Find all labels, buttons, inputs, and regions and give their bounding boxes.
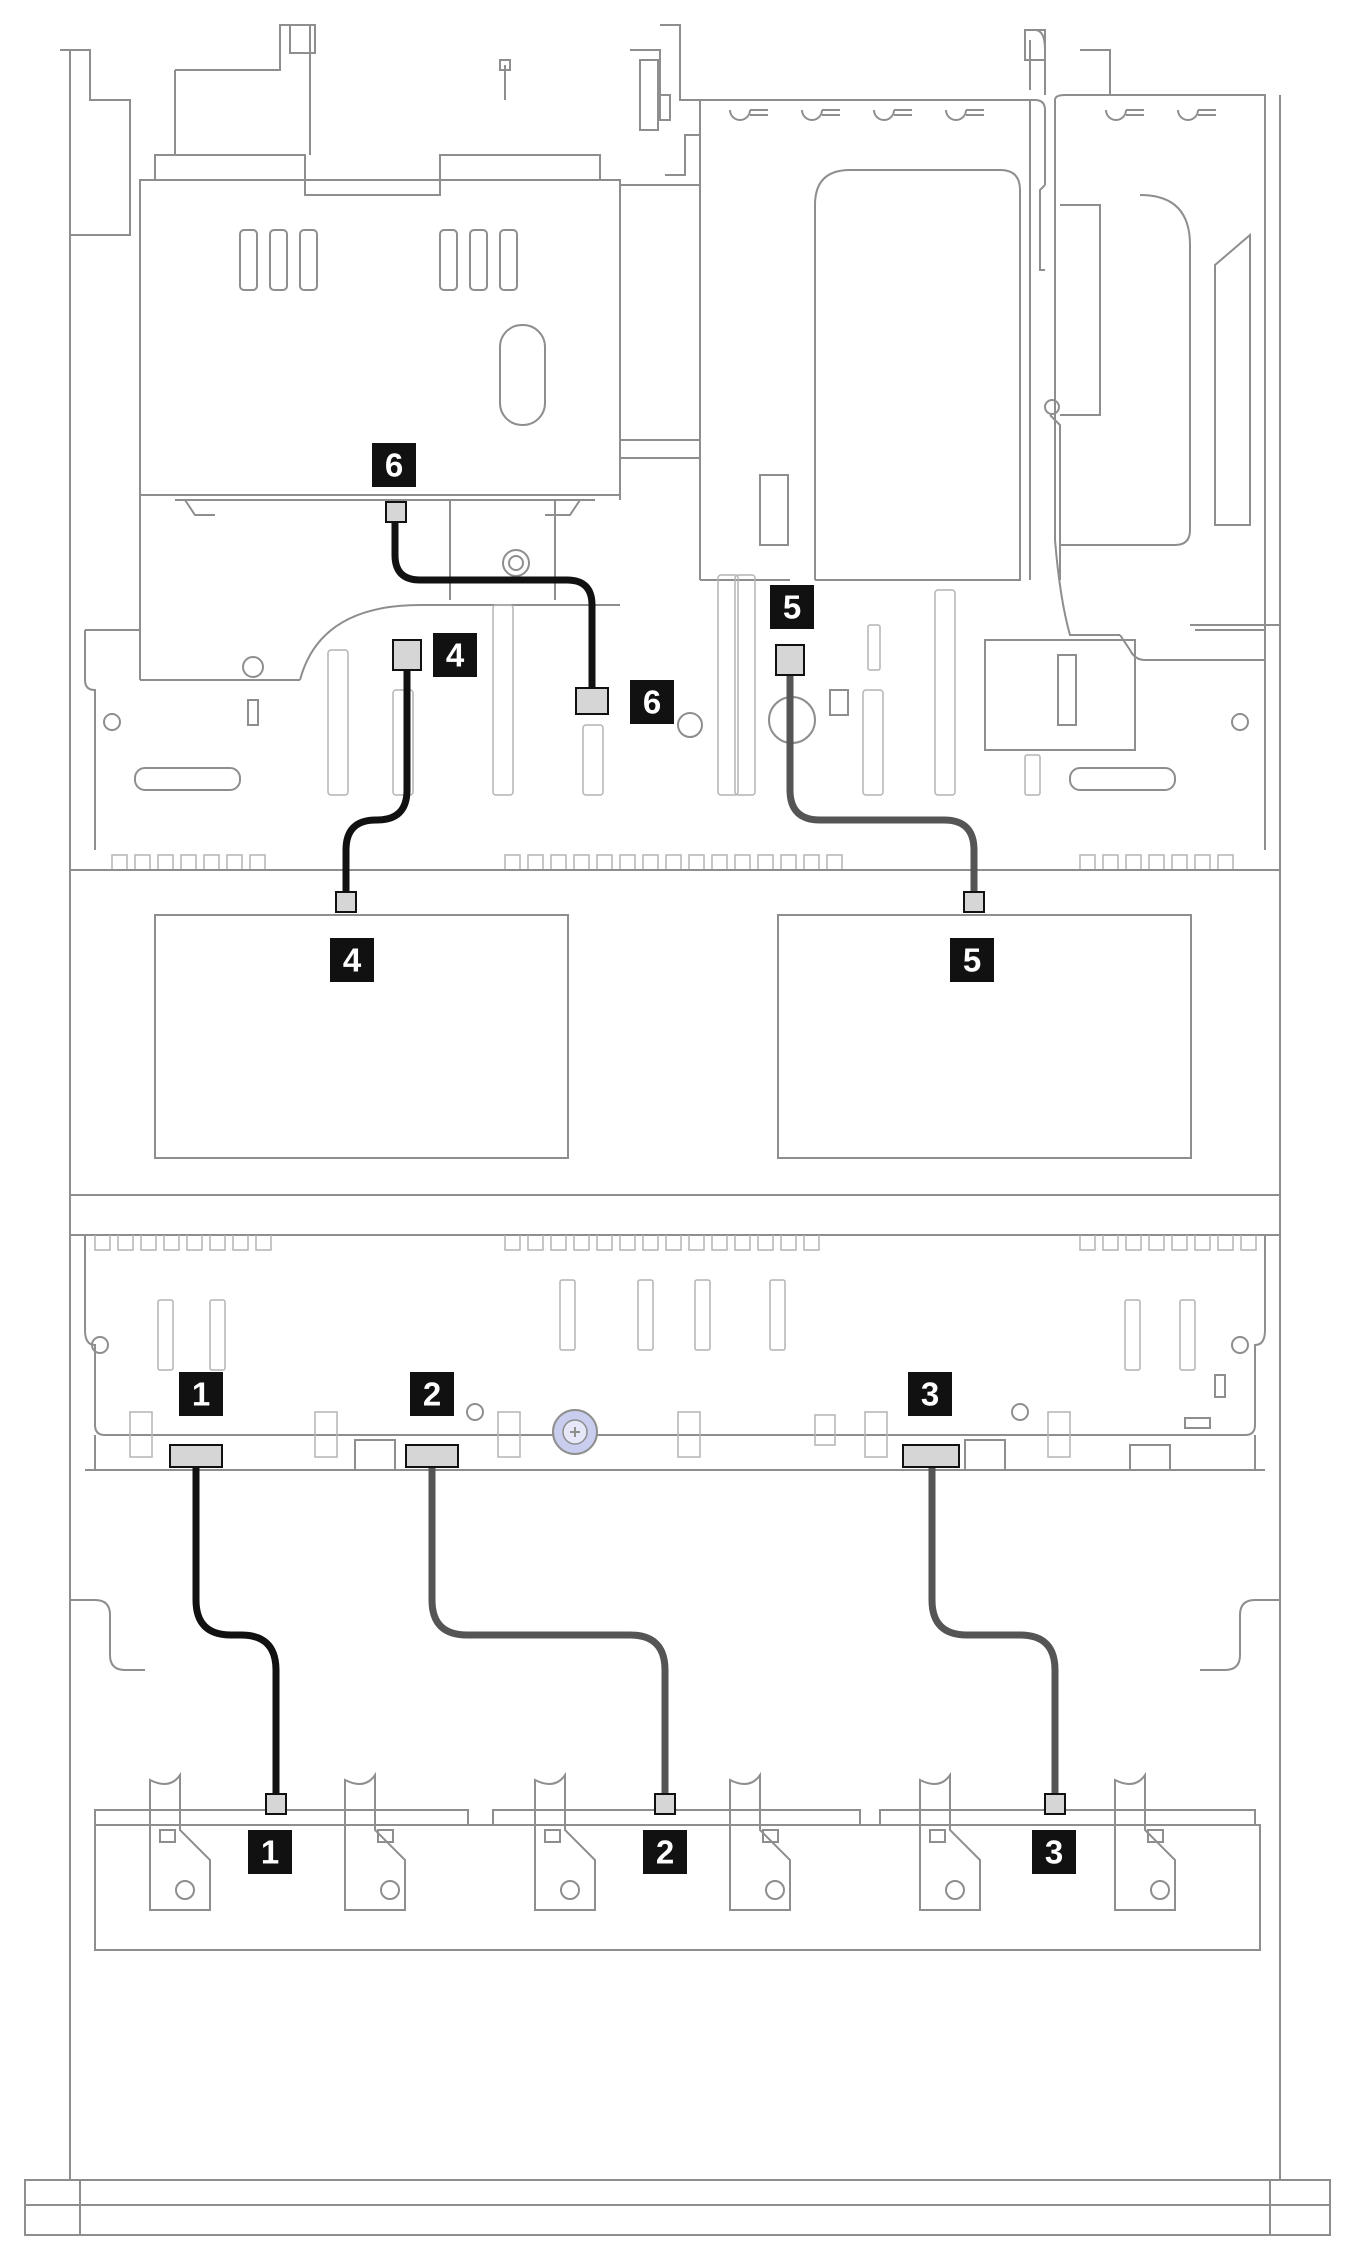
connector-3-backplane — [1044, 1793, 1066, 1815]
cable-1 — [192, 1454, 280, 1804]
connector-1-board — [169, 1444, 223, 1468]
svg-text:3: 3 — [1045, 1834, 1063, 1871]
callout-5-board: 5 — [950, 938, 994, 982]
callout-6-riser: 6 — [372, 443, 416, 487]
riser-cage-right — [630, 24, 1280, 661]
riser-cage-left — [139, 24, 700, 681]
cable-2 — [428, 1454, 669, 1804]
connector-5-riser — [775, 644, 805, 676]
callout-2-board: 2 — [410, 1372, 454, 1416]
svg-text:1: 1 — [261, 1834, 279, 1871]
processor-1-heatsink — [154, 914, 569, 1159]
callout-3-backplane: 3 — [1032, 1830, 1076, 1874]
drive-bay-latches — [149, 1771, 1176, 1911]
callout-2-backplane: 2 — [643, 1830, 687, 1874]
svg-text:6: 6 — [643, 684, 661, 721]
cable-4 — [342, 656, 411, 904]
drive-backplane — [94, 1771, 1261, 1951]
connector-4-board — [335, 891, 357, 913]
airflow-guides — [70, 1599, 1280, 1671]
processor-band — [69, 869, 1281, 1196]
svg-text:2: 2 — [656, 1834, 674, 1871]
connector-2-board — [405, 1444, 459, 1468]
cables — [192, 508, 1059, 1804]
connector-3-board — [902, 1444, 960, 1468]
svg-text:2: 2 — [423, 1376, 441, 1413]
callout-3-board: 3 — [908, 1372, 952, 1416]
processor-2-heatsink — [777, 914, 1192, 1159]
callouts: 1 1 2 2 3 3 4 4 5 5 6 6 — [179, 443, 1076, 1874]
svg-text:1: 1 — [192, 1376, 210, 1413]
system-board-front — [70, 1234, 1280, 1471]
connector-5-board — [963, 891, 985, 913]
cable-5 — [786, 656, 978, 904]
svg-text:5: 5 — [963, 942, 981, 979]
svg-text:4: 4 — [343, 942, 362, 979]
callout-4-riser: 4 — [433, 633, 477, 677]
system-board-rear — [84, 574, 1266, 871]
connector-2-backplane — [654, 1793, 676, 1815]
connectors — [169, 501, 1066, 1815]
connector-1-backplane — [265, 1793, 287, 1815]
connector-6-riser — [385, 501, 407, 523]
svg-text:4: 4 — [446, 637, 465, 674]
callout-4-board: 4 — [330, 938, 374, 982]
svg-text:5: 5 — [783, 589, 801, 626]
cable-3 — [928, 1454, 1059, 1804]
callout-1-backplane: 1 — [248, 1830, 292, 1874]
svg-text:6: 6 — [385, 447, 403, 484]
connector-4-riser — [392, 639, 422, 671]
callout-1-board: 1 — [179, 1372, 223, 1416]
callout-6-board: 6 — [630, 680, 674, 724]
cable-6 — [391, 508, 596, 694]
svg-text:3: 3 — [921, 1376, 939, 1413]
callout-5-riser: 5 — [770, 585, 814, 629]
connector-6-board — [575, 687, 609, 715]
